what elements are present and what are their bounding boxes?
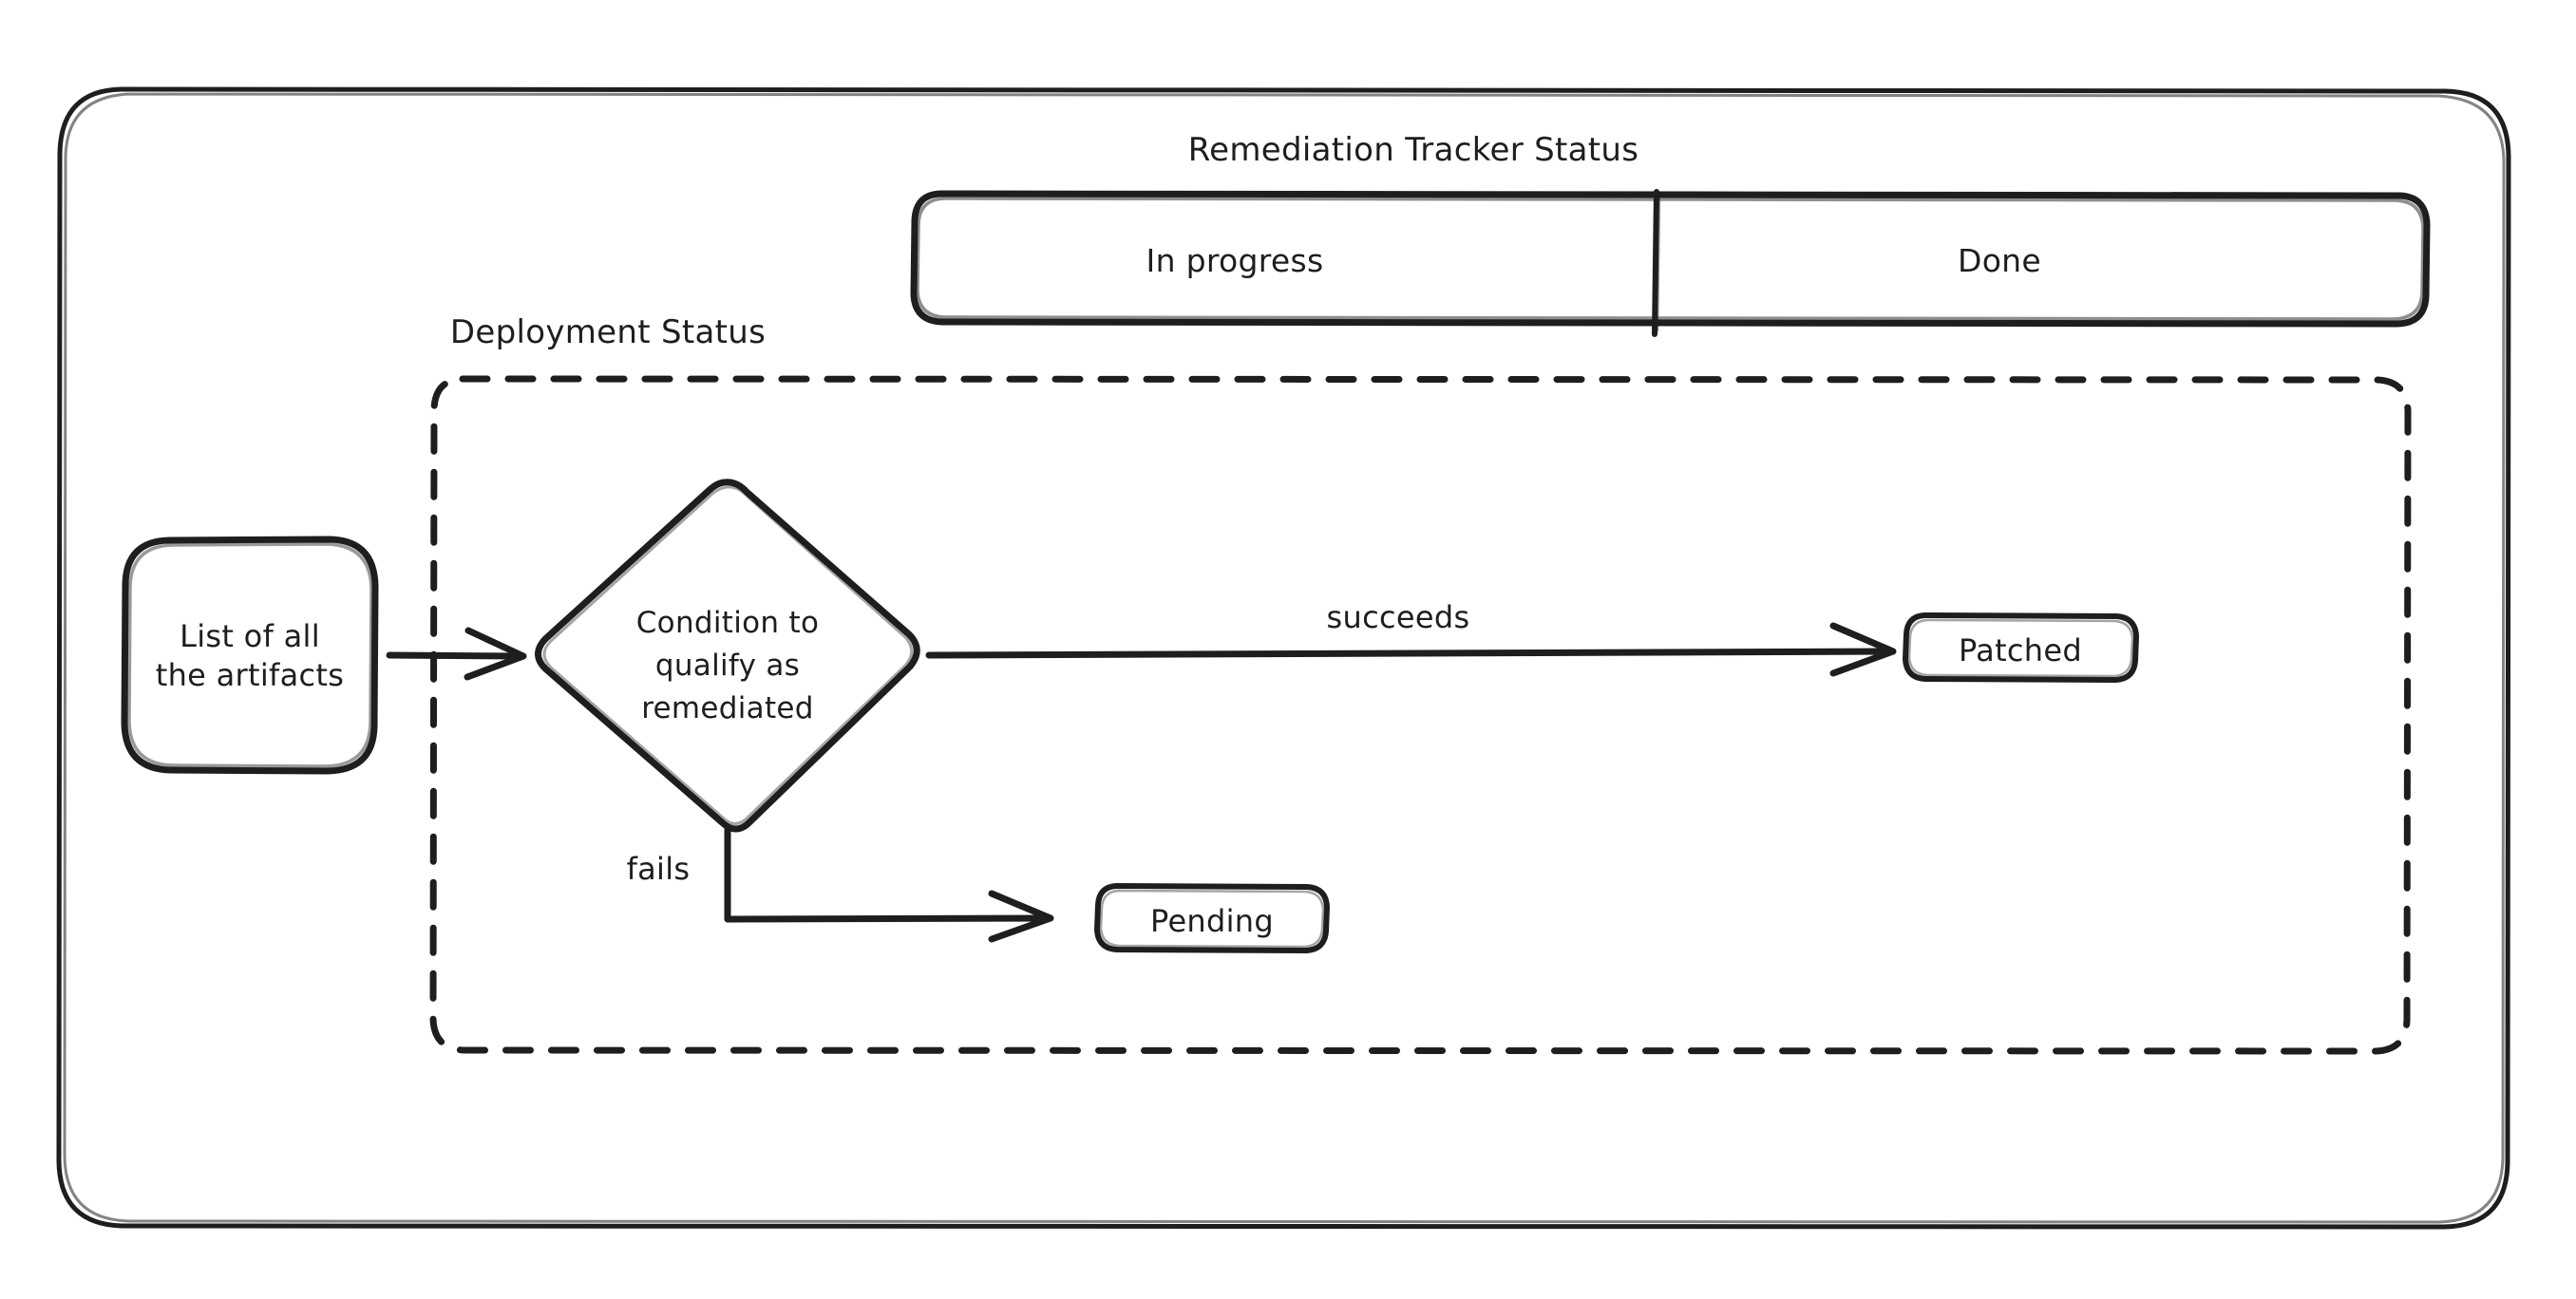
outer-frame[interactable] — [56, 86, 2511, 1230]
node-pending-label: Pending — [1149, 903, 1275, 939]
node-artifacts-label: List of all the artifacts — [155, 618, 345, 693]
node-condition[interactable] — [535, 479, 920, 833]
deployment-status-group[interactable] — [429, 375, 2412, 1055]
tracker-segment-in-progress-label[interactable]: In progress — [1146, 242, 1324, 279]
deployment-status-group-label: Deployment Status — [449, 313, 767, 351]
edge-condition-to-pending — [724, 824, 1054, 943]
node-artifacts[interactable] — [121, 536, 379, 775]
node-pending[interactable] — [1094, 883, 1330, 953]
edge-artifacts-to-condition — [386, 627, 527, 681]
edge-label-succeeds: succeeds — [1326, 599, 1470, 635]
node-patched[interactable] — [1903, 612, 2139, 683]
edge-condition-to-patched — [925, 622, 1897, 677]
page-title: Remediation Tracker Status — [1187, 131, 1639, 169]
edge-label-fails: fails — [626, 851, 691, 887]
remediation-tracker-bar[interactable] — [910, 190, 2431, 328]
node-condition-label: Condition to qualify as remediated — [635, 606, 820, 725]
tracker-divider — [1652, 189, 1661, 337]
node-patched-label: Patched — [1959, 632, 2082, 668]
tracker-segment-done-label[interactable]: Done — [1957, 242, 2042, 279]
